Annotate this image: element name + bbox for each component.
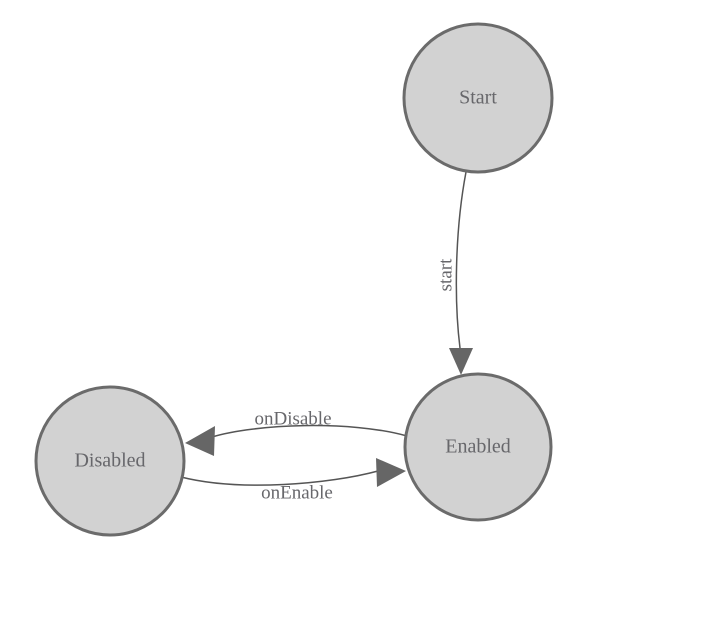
state-label-start: Start xyxy=(459,87,497,109)
state-circle-enabled[interactable] xyxy=(403,372,553,522)
arrowhead-disabled-to-enabled-icon xyxy=(376,458,406,487)
state-label-disabled: Disabled xyxy=(74,450,145,472)
state-circle-start[interactable] xyxy=(402,22,554,174)
state-label-enabled: Enabled xyxy=(445,436,511,458)
edge-start-to-enabled[interactable]: start xyxy=(435,171,473,375)
state-node-start[interactable]: Start xyxy=(402,22,554,174)
edge-label-onenable: onEnable xyxy=(261,482,333,503)
edge-path-ondisable xyxy=(211,424,408,438)
state-node-enabled[interactable]: Enabled xyxy=(403,372,553,522)
edge-label-ondisable: onDisable xyxy=(254,408,331,429)
edge-path-onenable xyxy=(180,470,379,486)
edge-path-start xyxy=(455,171,467,349)
edge-disabled-to-enabled[interactable]: onEnable xyxy=(180,458,406,503)
state-circle-disabled[interactable] xyxy=(34,385,186,537)
arrowhead-enabled-to-disabled-icon xyxy=(185,426,215,456)
arrowhead-start-to-enabled-icon xyxy=(449,348,473,375)
edge-enabled-to-disabled[interactable]: onDisable xyxy=(185,408,408,456)
edge-label-start: start xyxy=(435,258,456,291)
state-node-disabled[interactable]: Disabled xyxy=(34,385,186,537)
